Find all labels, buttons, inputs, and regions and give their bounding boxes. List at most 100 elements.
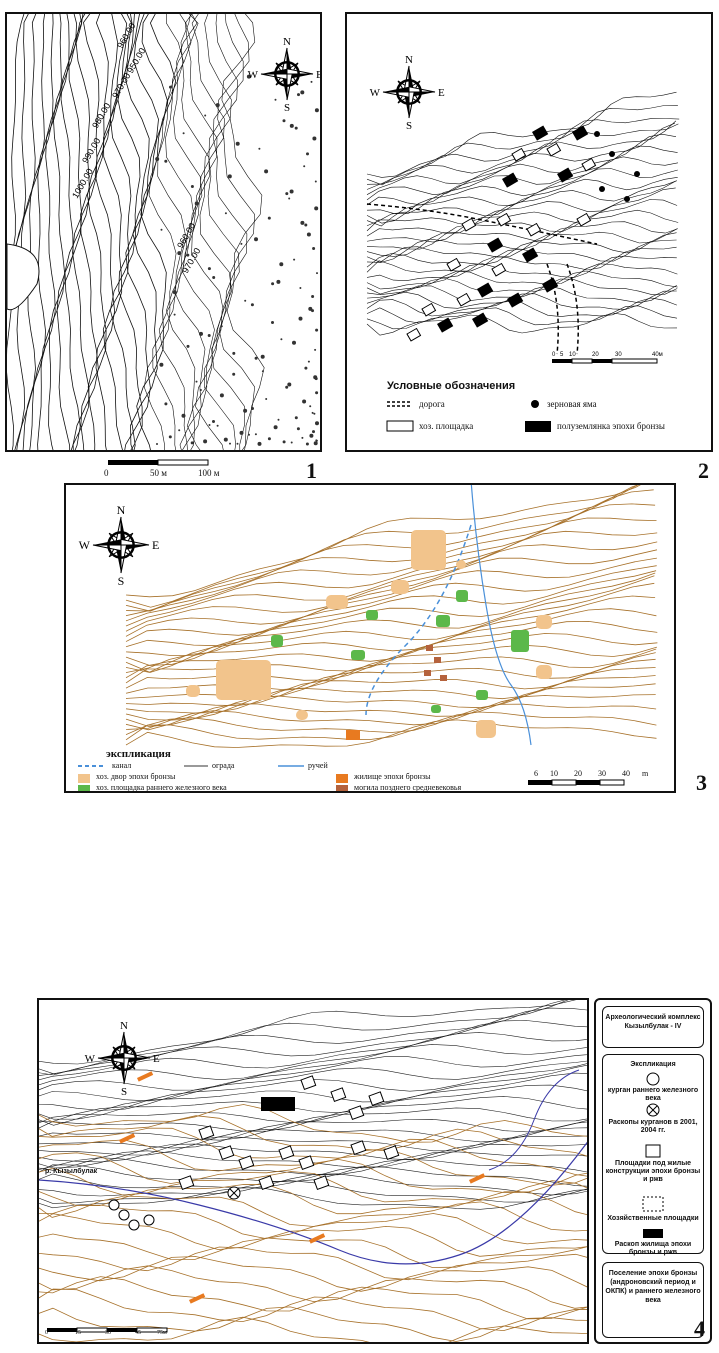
stone-marker bbox=[229, 442, 231, 445]
dugout-marker bbox=[542, 277, 559, 293]
compass-rose bbox=[92, 516, 150, 574]
stone-marker bbox=[273, 425, 278, 430]
road-line bbox=[546, 263, 559, 355]
compass-n: N bbox=[405, 54, 413, 66]
road-line bbox=[366, 203, 598, 245]
contour-line bbox=[70, 14, 100, 450]
platform-marker bbox=[491, 262, 507, 277]
stone-marker bbox=[257, 441, 262, 446]
legend-title: Условные обозначения bbox=[387, 380, 516, 392]
scale-label: 5 bbox=[560, 352, 564, 358]
contour-line bbox=[7, 243, 40, 311]
figure-number: 4 bbox=[694, 1316, 705, 1341]
scale-label: 20 bbox=[574, 769, 582, 778]
platform-marker bbox=[298, 1155, 315, 1171]
scale-label: 40 bbox=[622, 769, 630, 778]
contour-line bbox=[39, 1204, 587, 1245]
scale-label: 40м bbox=[652, 352, 663, 358]
scale-bar bbox=[592, 359, 612, 363]
stone-marker bbox=[207, 267, 211, 271]
sidebar-yards: Хозяйственные площадки bbox=[607, 1215, 699, 1222]
contour-line bbox=[366, 105, 678, 186]
scale-label: 10 bbox=[550, 769, 558, 778]
stone-marker bbox=[199, 389, 202, 391]
stone-marker bbox=[216, 424, 219, 427]
stone-marker bbox=[302, 399, 307, 404]
stone-marker bbox=[296, 427, 300, 431]
figure-number: 3 bbox=[696, 770, 707, 795]
contour-line bbox=[366, 305, 678, 330]
yard-marker bbox=[536, 665, 552, 679]
contour-line bbox=[39, 1054, 587, 1102]
contour-line bbox=[125, 703, 657, 736]
legend-platform: хоз. площадка bbox=[419, 421, 474, 431]
platform-marker bbox=[526, 222, 542, 237]
stone-marker bbox=[316, 272, 318, 275]
scale-label: 50 м bbox=[150, 468, 167, 478]
compass-point bbox=[118, 1058, 124, 1084]
stream-line bbox=[470, 485, 532, 746]
legend-stream: ручей bbox=[308, 761, 328, 770]
platform-marker bbox=[496, 212, 512, 227]
compass-point bbox=[97, 1057, 125, 1064]
platform-marker bbox=[198, 1125, 215, 1141]
contour-line bbox=[39, 1060, 587, 1111]
platform-marker bbox=[330, 1087, 347, 1103]
dugout-marker bbox=[571, 125, 589, 141]
contour-line bbox=[14, 14, 46, 450]
stone-marker bbox=[312, 430, 315, 434]
compass-point bbox=[123, 1057, 130, 1085]
kurgan-marker bbox=[128, 1219, 140, 1231]
stone-marker bbox=[313, 412, 316, 415]
pit-marker bbox=[599, 186, 605, 192]
contour-line bbox=[366, 122, 675, 201]
dugout-marker bbox=[437, 317, 454, 333]
stone-marker bbox=[243, 408, 248, 413]
stone-marker bbox=[235, 141, 240, 146]
scale-label: 30 bbox=[105, 1330, 111, 1336]
stone-marker bbox=[314, 206, 319, 211]
stone-marker bbox=[160, 228, 163, 231]
dugout-marker bbox=[506, 292, 524, 308]
kurgan-marker bbox=[108, 1199, 120, 1211]
contour-line bbox=[125, 485, 641, 598]
platform-marker bbox=[576, 212, 592, 227]
scale-label: 20 bbox=[592, 352, 599, 358]
contour-line bbox=[39, 1256, 587, 1292]
compass-point bbox=[383, 86, 409, 92]
dugout-marker bbox=[521, 247, 539, 263]
compass-ring bbox=[107, 531, 135, 559]
contour-line bbox=[125, 620, 658, 684]
legend-symbols bbox=[386, 400, 551, 432]
stone-marker bbox=[182, 132, 185, 135]
contour-line bbox=[125, 711, 657, 741]
sidebar-symbols bbox=[642, 1072, 664, 1238]
stone-marker bbox=[195, 380, 198, 383]
road-line bbox=[566, 263, 579, 355]
legend-title: экспликация bbox=[106, 748, 171, 760]
figure-number: 1 bbox=[306, 458, 317, 483]
contour-line bbox=[48, 14, 83, 450]
contour-line bbox=[152, 14, 192, 450]
contour-line bbox=[39, 1121, 587, 1156]
stone-marker bbox=[178, 429, 181, 432]
contour-line bbox=[366, 255, 677, 290]
legend-road: дорога bbox=[419, 399, 445, 409]
contour-line bbox=[366, 168, 678, 227]
compass-point bbox=[120, 538, 150, 546]
scale-bar bbox=[552, 359, 572, 363]
contour-line bbox=[130, 14, 168, 450]
compass-point bbox=[403, 92, 409, 118]
scale-label: 15 bbox=[75, 1330, 81, 1336]
sidebar-excav: Раскопы курганов в 2001, 2004 гг. bbox=[608, 1119, 698, 1134]
stone-marker bbox=[309, 433, 314, 438]
kurgan-marker bbox=[143, 1214, 155, 1226]
stone-marker bbox=[208, 424, 211, 426]
contour-line bbox=[39, 1104, 587, 1143]
platform-marker bbox=[406, 327, 422, 342]
excavated-kurgan-marker bbox=[229, 1188, 239, 1198]
stone-marker bbox=[227, 174, 232, 179]
stone-marker bbox=[181, 413, 186, 418]
contour-line bbox=[39, 1213, 587, 1257]
compass-e: E bbox=[438, 87, 445, 99]
